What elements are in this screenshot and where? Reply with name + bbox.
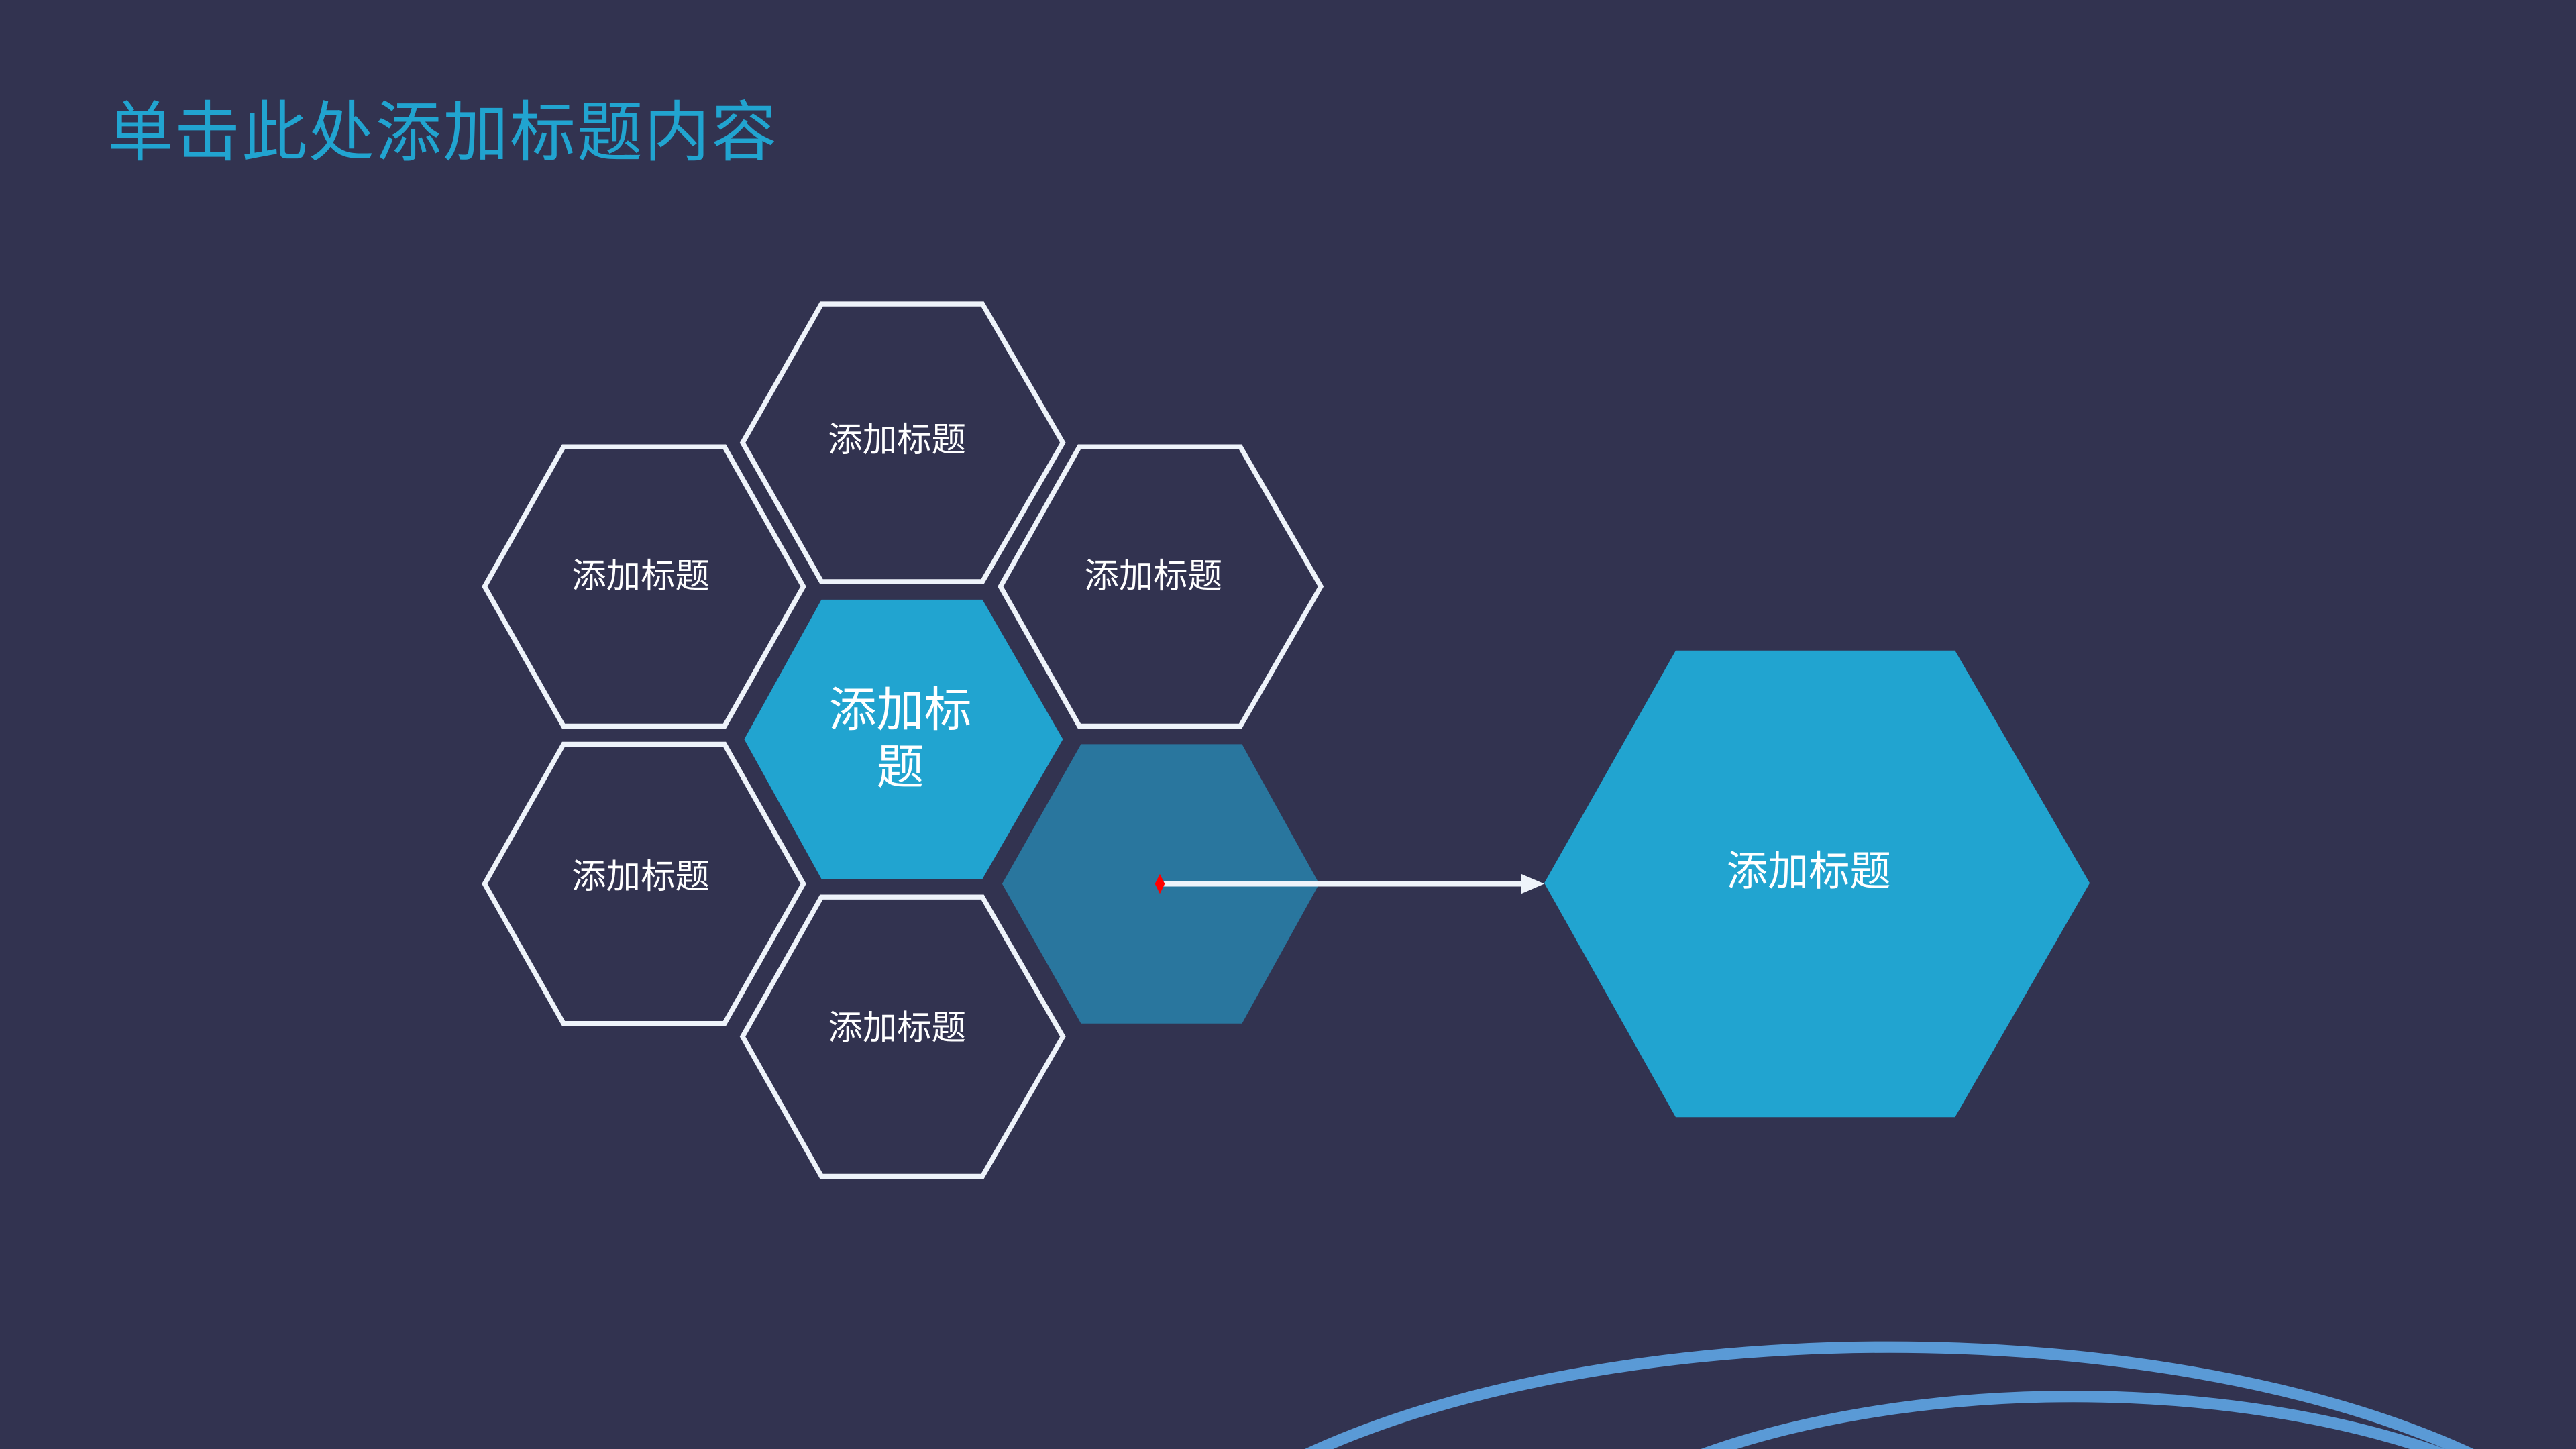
slide-title[interactable]: 单击此处添加标题内容 <box>107 95 779 171</box>
arrowhead-icon <box>1521 873 1545 894</box>
hexagon-upper-left[interactable]: 添加标题 <box>482 444 806 729</box>
hexagon-label: 添加标题 <box>1727 847 1891 895</box>
hexagon-label-line1: 添加标 <box>829 682 972 737</box>
hexagon-target[interactable]: 添加标题 <box>1544 650 2090 1118</box>
hexagon-label: 添加标题 <box>828 420 966 460</box>
inner-arc <box>1701 1391 2446 1449</box>
outer-arc <box>1305 1341 2474 1449</box>
hexagon-label: 添加标题 <box>572 857 710 897</box>
hexagon-upper-right[interactable]: 添加标题 <box>998 444 1324 729</box>
hexagon-bottom[interactable]: 添加标题 <box>739 894 1066 1179</box>
hexagon-center[interactable]: 添加标 题 <box>744 599 1063 879</box>
hexagon-lower-left[interactable]: 添加标题 <box>482 741 806 1026</box>
hexagon-label-line2: 题 <box>877 739 924 795</box>
hexagon-label: 添加标题 <box>572 556 710 596</box>
hexagon-label: 添加标题 <box>828 1008 966 1049</box>
hexagon-label: 添加标题 <box>1084 556 1222 596</box>
arrow-tail-handle-icon[interactable] <box>1155 873 1165 894</box>
hexagon-top[interactable]: 添加标题 <box>739 301 1066 584</box>
connector-arrow[interactable] <box>1155 873 1545 894</box>
decorative-arcs <box>1305 1341 2474 1449</box>
